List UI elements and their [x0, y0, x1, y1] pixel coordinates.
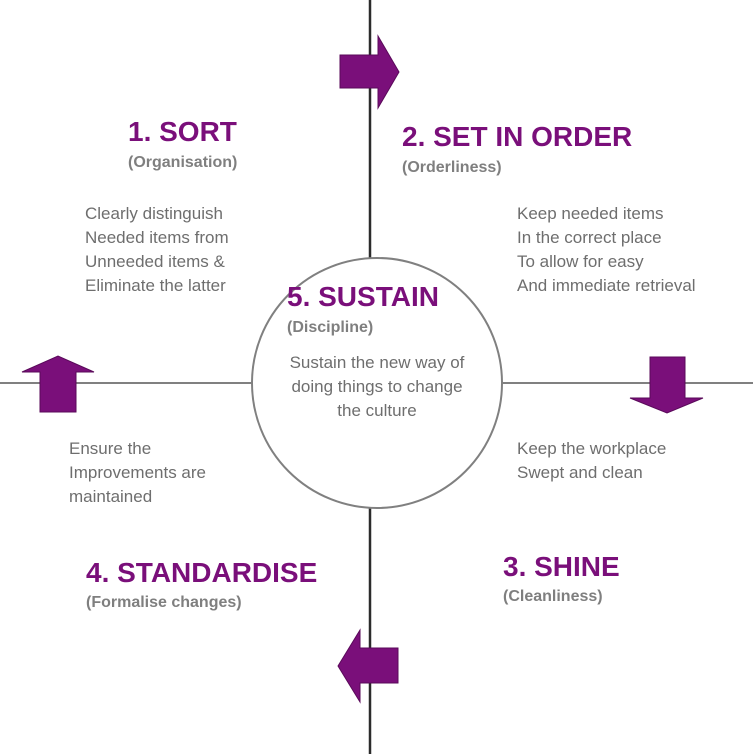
standardise-description: Ensure the Improvements are maintained	[69, 437, 206, 509]
set-in-order-line: To allow for easy	[517, 252, 644, 271]
set-in-order-title: 2. SET IN ORDER	[402, 121, 633, 152]
shine-title: 3. SHINE	[503, 551, 620, 582]
shine-line: Keep the workplace	[517, 439, 667, 458]
shine-line: Swept and clean	[517, 463, 643, 482]
set-in-order-description: Keep needed items In the correct place T…	[517, 202, 696, 298]
sort-line: Clearly distinguish	[85, 204, 223, 223]
sort-line: Eliminate the latter	[85, 276, 226, 295]
sustain-line: the culture	[337, 401, 417, 420]
sustain-circle	[251, 257, 503, 509]
sustain-title: 5. SUSTAIN	[287, 281, 439, 312]
standardise-subtitle: (Formalise changes)	[86, 594, 242, 611]
shine-subtitle: (Cleanliness)	[503, 588, 603, 605]
sort-title: 1. SORT	[128, 116, 237, 147]
set-in-order-subtitle: (Orderliness)	[402, 159, 502, 176]
right-arrow-icon	[339, 34, 400, 110]
sort-subtitle: (Organisation)	[128, 154, 238, 171]
left-arrow-icon	[337, 628, 399, 704]
sort-line: Unneeded items &	[85, 252, 225, 271]
standardise-line: Ensure the	[69, 439, 152, 458]
set-in-order-line: Keep needed items	[517, 204, 664, 223]
sort-line: Needed items from	[85, 228, 229, 247]
set-in-order-line: In the correct place	[517, 228, 662, 247]
sustain-subtitle: (Discipline)	[287, 319, 374, 336]
down-arrow-icon	[629, 356, 704, 414]
sustain-line: doing things to change	[291, 377, 463, 396]
standardise-line: Improvements are	[69, 463, 206, 482]
up-arrow-icon	[21, 355, 95, 413]
set-in-order-line: And immediate retrieval	[517, 276, 696, 295]
sustain-description: Sustain the new way of doing things to c…	[262, 351, 492, 423]
sustain-line: Sustain the new way of	[289, 353, 465, 372]
standardise-line: maintained	[69, 487, 153, 506]
sort-description: Clearly distinguish Needed items from Un…	[85, 202, 229, 298]
shine-description: Keep the workplace Swept and clean	[517, 437, 666, 485]
standardise-title: 4. STANDARDISE	[86, 557, 318, 588]
